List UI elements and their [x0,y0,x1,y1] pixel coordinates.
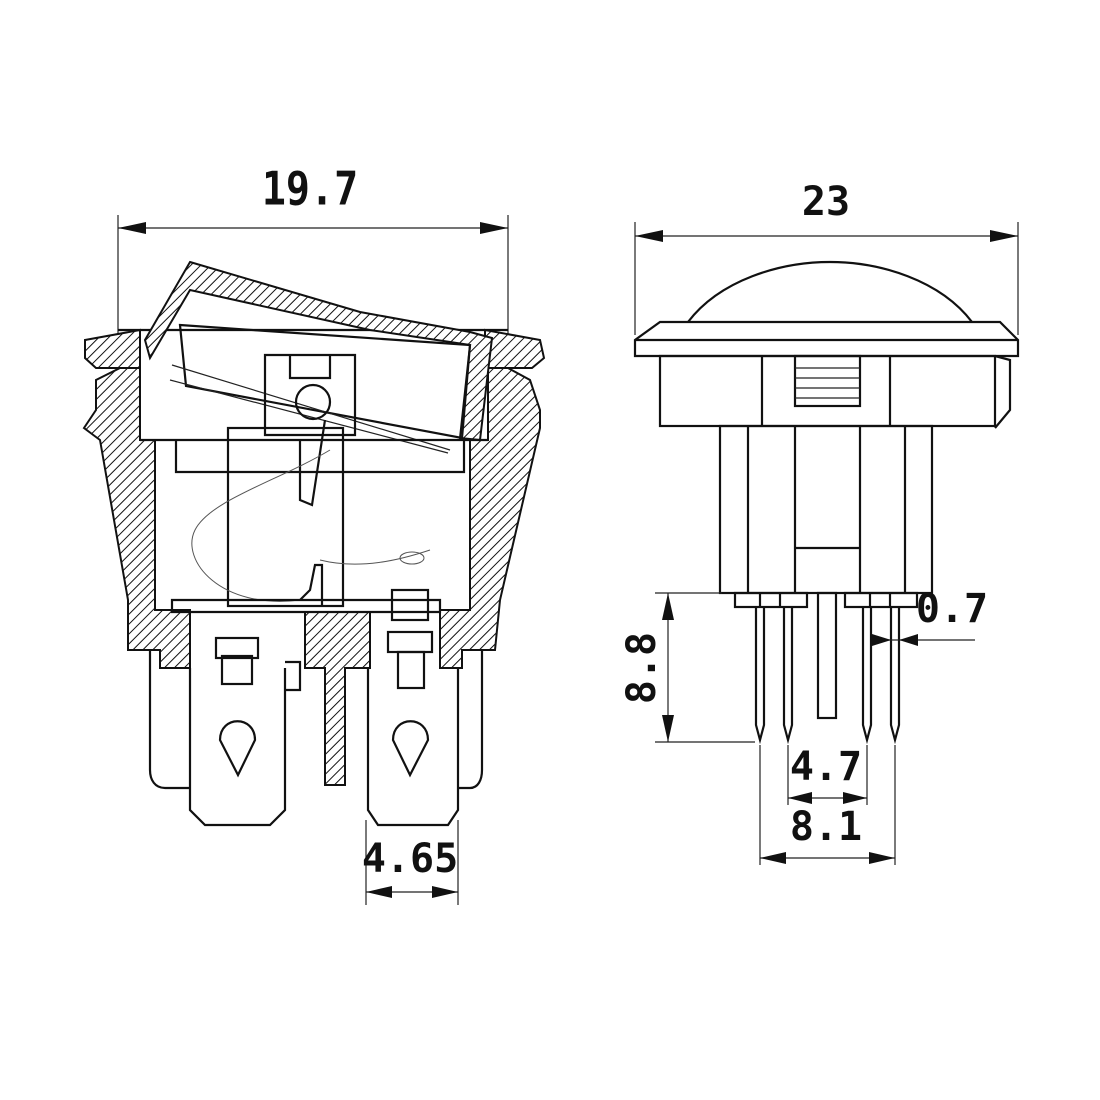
front-width-label: 19.7 [262,163,358,216]
rocker-body [178,323,472,440]
pin-spacing-inner-dimension: 4.7 [787,744,868,805]
side-pins [754,591,901,745]
rocker-cap [143,260,494,442]
side-width-label: 23 [802,179,850,225]
terminal-right [366,588,460,827]
side-width-dimension: 23 [634,179,1019,335]
pin-height-label: 8.8 [619,632,665,704]
pin-width-dimension: 0.7 [872,586,988,646]
terminal-width-label: 4.65 [362,836,458,882]
front-view: 19.7 [82,163,546,905]
bezel-left [84,328,141,369]
terminal-left [188,636,302,827]
pin-spacing-outer-label: 8.1 [790,804,862,850]
side-view: 23 [619,179,1020,865]
pin-spacing-inner-label: 4.7 [790,744,862,790]
front-width-dimension: 19.7 [117,163,509,370]
housing-partition [304,611,371,786]
pin-height-dimension: 8.8 [619,592,755,743]
pin-width-label: 0.7 [916,586,988,632]
bezel-right [484,328,546,369]
terminal-width-dimension: 4.65 [362,820,459,905]
housing-wall-left [82,367,191,669]
side-dome [687,260,973,323]
pivot-hole-icon [294,383,332,421]
housing-wall-right [439,367,541,669]
pin-spacing-outer-dimension: 8.1 [759,745,896,865]
